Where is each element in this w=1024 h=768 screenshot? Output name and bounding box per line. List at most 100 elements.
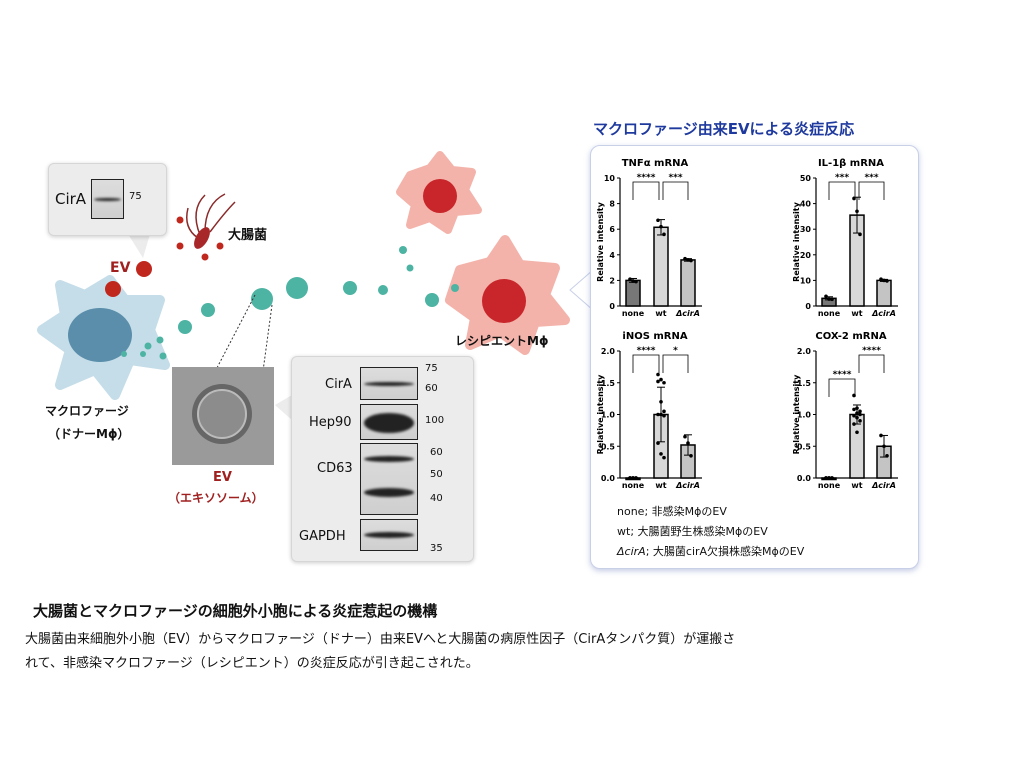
y-axis-label: Relative intensity bbox=[596, 374, 605, 454]
significance-bracket bbox=[858, 181, 885, 200]
x-tick-label: ΔcirA bbox=[675, 481, 700, 490]
blot-label-hep90: Hep90 bbox=[309, 415, 352, 430]
e-coli-bacteria bbox=[186, 193, 236, 249]
data-point bbox=[852, 407, 856, 412]
marker: 50 bbox=[430, 469, 443, 480]
data-point bbox=[683, 256, 687, 261]
legend-cira: ΔcirA; 大腸菌cirA欠損株感染MϕのEV bbox=[617, 545, 805, 558]
y-tick-label: 0.0 bbox=[601, 474, 616, 483]
ev-red-dots bbox=[105, 216, 224, 297]
marker: 35 bbox=[430, 543, 443, 554]
x-tick-label: ΔcirA bbox=[871, 309, 896, 318]
significance-label: *** bbox=[864, 173, 878, 183]
caption-line-1: 大腸菌由来細胞外小胞（EV）からマクロファージ（ドナー）由来EVへと大腸菌の病原… bbox=[25, 632, 736, 647]
marker: 75 bbox=[425, 363, 438, 374]
data-point bbox=[662, 455, 666, 460]
data-point bbox=[659, 412, 663, 417]
data-point bbox=[686, 258, 690, 262]
data-point bbox=[879, 277, 883, 281]
significance-label: **** bbox=[637, 173, 656, 183]
significance-bracket bbox=[632, 181, 660, 200]
x-tick-label: wt bbox=[851, 481, 862, 490]
y-tick-label: 50 bbox=[800, 174, 812, 183]
significance-bracket bbox=[632, 354, 660, 373]
y-tick-label: 0.5 bbox=[797, 442, 812, 451]
data-point bbox=[662, 380, 666, 385]
bar bbox=[653, 226, 669, 307]
data-point bbox=[631, 476, 635, 480]
x-tick-label: none bbox=[818, 309, 841, 318]
blot-label-cd63: CD63 bbox=[317, 461, 353, 476]
y-axis-label: Relative intensity bbox=[596, 201, 605, 281]
data-point bbox=[885, 279, 889, 283]
significance-bracket bbox=[662, 354, 689, 373]
data-point bbox=[662, 413, 666, 418]
data-point bbox=[686, 441, 690, 445]
data-point bbox=[830, 476, 834, 480]
marker: 100 bbox=[425, 415, 445, 426]
y-tick-label: 8 bbox=[609, 200, 615, 209]
data-point bbox=[855, 430, 859, 435]
x-tick-label: ΔcirA bbox=[871, 481, 896, 490]
y-tick-label: 0.5 bbox=[601, 442, 616, 451]
data-point bbox=[631, 279, 635, 283]
x-tick-label: wt bbox=[851, 309, 862, 318]
marker-75: 75 bbox=[129, 191, 142, 202]
em-image-exosome bbox=[172, 367, 274, 465]
data-point bbox=[855, 406, 859, 410]
y-tick-label: 0.0 bbox=[797, 474, 812, 483]
data-point bbox=[689, 258, 693, 263]
data-point bbox=[885, 453, 889, 458]
y-axis-label: Relative intensity bbox=[792, 201, 801, 281]
data-point bbox=[824, 294, 828, 299]
western-blot-panel: CirA 75 60 Hep90 100 CD63 60 50 40 GAPDH… bbox=[291, 356, 474, 562]
y-tick-label: 2 bbox=[609, 276, 615, 285]
marker: 60 bbox=[430, 447, 443, 458]
x-tick-label: wt bbox=[655, 481, 666, 490]
x-tick-label: none bbox=[818, 481, 841, 490]
data-point bbox=[855, 411, 859, 416]
data-point bbox=[659, 224, 663, 229]
chart-title: IL-1β mRNA bbox=[818, 158, 884, 169]
y-tick-label: 0 bbox=[609, 302, 615, 311]
data-point bbox=[683, 434, 687, 439]
donor-label-sub: （ドナーMϕ） bbox=[48, 427, 130, 441]
data-point bbox=[858, 419, 862, 423]
data-point bbox=[689, 453, 693, 458]
data-point bbox=[855, 209, 859, 214]
data-point bbox=[659, 452, 663, 456]
recipient-label: レシピエントMϕ bbox=[455, 334, 549, 348]
significance-bracket bbox=[858, 354, 885, 373]
legend-none: none; 非感染MϕのEV bbox=[617, 505, 727, 518]
marker: 40 bbox=[430, 493, 443, 504]
bacteria-label: 大腸菌 bbox=[228, 228, 268, 243]
y-tick-label: 2.0 bbox=[797, 347, 812, 356]
data-point bbox=[858, 232, 862, 237]
y-tick-label: 2.0 bbox=[601, 347, 616, 356]
data-point bbox=[852, 413, 856, 418]
data-point bbox=[882, 278, 886, 283]
data-point bbox=[827, 297, 831, 301]
data-point bbox=[830, 297, 834, 302]
y-tick-label: 10 bbox=[604, 174, 616, 183]
data-point bbox=[656, 441, 660, 445]
data-point bbox=[852, 422, 856, 426]
significance-bracket bbox=[828, 181, 856, 200]
y-tick-label: 1.5 bbox=[797, 379, 812, 388]
data-point bbox=[634, 279, 638, 284]
em-exosome-label: （エキソソーム） bbox=[168, 491, 264, 505]
y-tick-label: 1.5 bbox=[601, 379, 616, 388]
x-tick-label: none bbox=[622, 309, 645, 318]
blot-label-gapdh: GAPDH bbox=[299, 529, 346, 544]
data-point bbox=[656, 412, 660, 417]
y-tick-label: 1.0 bbox=[797, 411, 812, 420]
chart-title: iNOS mRNA bbox=[622, 331, 687, 342]
ev-teal-dots bbox=[121, 246, 459, 360]
significance-label: *** bbox=[835, 173, 849, 183]
data-point bbox=[656, 218, 660, 223]
data-point bbox=[662, 409, 666, 414]
recipient-macrophage bbox=[445, 235, 570, 355]
panel-title: マクロファージ由来EVによる炎症反応 bbox=[593, 120, 855, 138]
donor-macrophage-cell bbox=[37, 275, 170, 400]
